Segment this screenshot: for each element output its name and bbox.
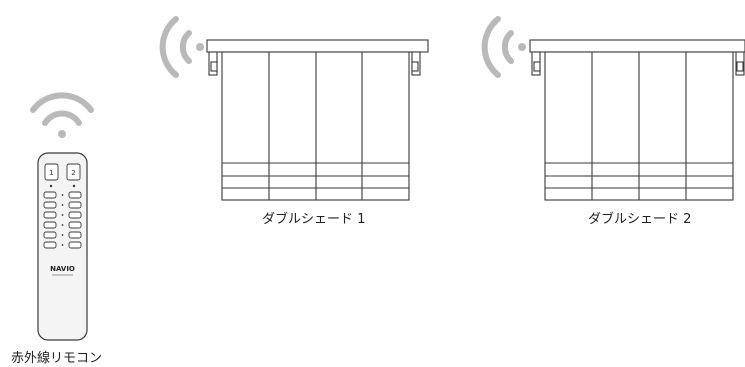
remote-brand-logo: NAVIO: [50, 265, 75, 273]
remote-signal-icon: [30, 92, 94, 138]
shade-2-label: ダブルシェード 2: [588, 212, 692, 227]
remote-channel-2-label: 2: [71, 169, 75, 177]
remote-button-grid: [43, 191, 82, 249]
double-shade-2: [529, 39, 745, 201]
infrared-remote: 1 2 NAVIO: [37, 152, 88, 341]
shade-1-signal-icon: [159, 16, 204, 78]
shade-1-label: ダブルシェード 1: [262, 212, 366, 227]
double-shade-1: [206, 39, 429, 201]
remote-channel-2-button: [66, 163, 81, 181]
remote-channel-1-label: 1: [49, 169, 53, 177]
shade-2-signal-icon: [481, 16, 526, 78]
remote-channel-1-button: [44, 163, 59, 181]
remote-label: 赤外線リモコン: [11, 351, 103, 366]
